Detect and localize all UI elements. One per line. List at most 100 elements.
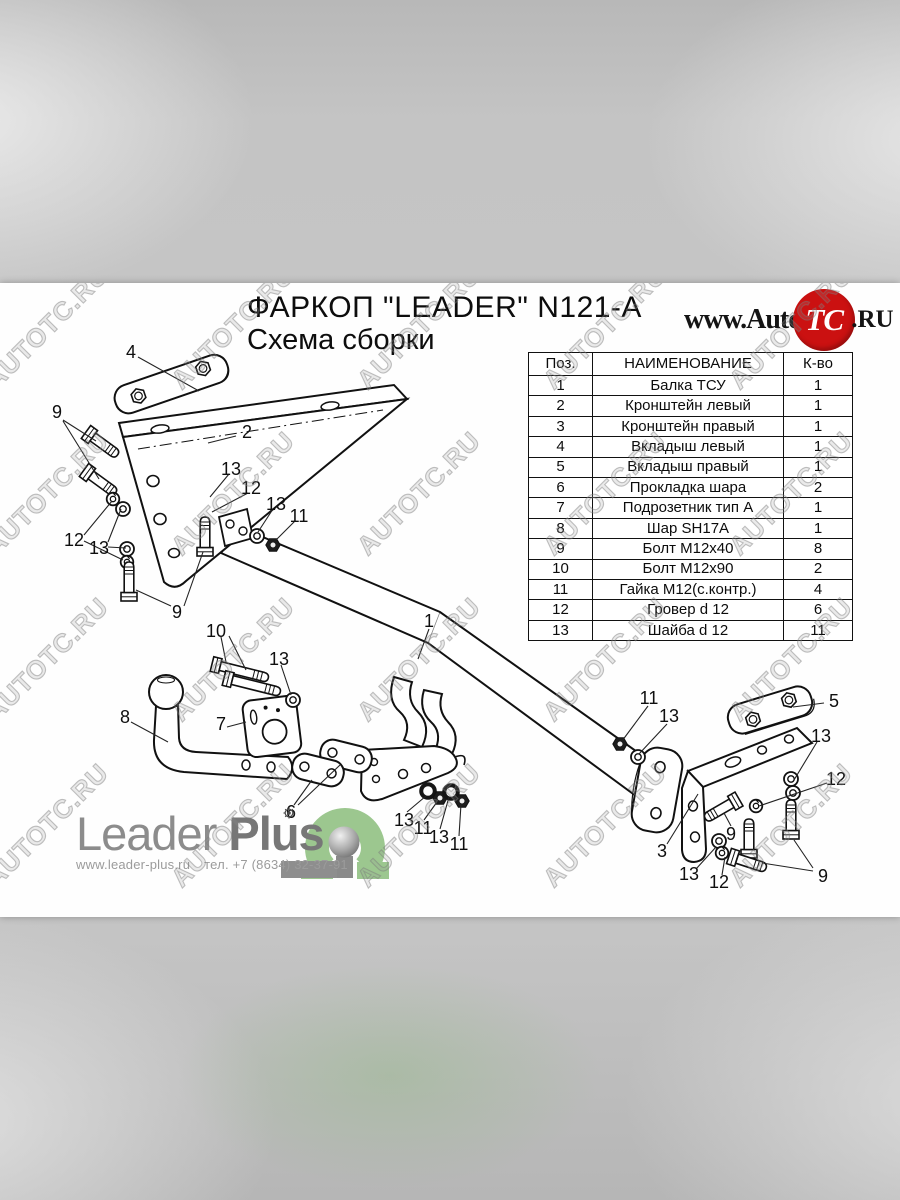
callout-12c: 12 [826, 769, 846, 789]
table-cell: Вкладыш правый [592, 456, 784, 478]
table-cell: 11 [783, 619, 853, 642]
table-cell: Шар SH17A [592, 517, 784, 540]
table-cell: 9 [528, 538, 593, 560]
table-cell: 1 [783, 517, 853, 540]
col-header-qty: К-во [783, 352, 853, 376]
callout-1: 1 [424, 611, 434, 631]
beam-upper-clevis [196, 507, 281, 557]
part-3-right-bracket [681, 726, 814, 864]
page-title: ФАРКОП "LEADER" N121-A Схема сборки [247, 291, 642, 357]
leaderplus-logo: Leader Plus www.leader-plus.ru тел. +7 (8… [76, 810, 348, 872]
table-cell: 7 [528, 497, 593, 519]
callout-3: 3 [657, 841, 667, 861]
table-cell: Прокладка шара [592, 476, 784, 499]
callout-12b: 12 [64, 530, 84, 550]
callout-2: 2 [242, 422, 252, 442]
table-cell: 1 [783, 497, 853, 519]
table-cell: 1 [528, 374, 593, 397]
callout-13f: 13 [429, 827, 449, 847]
autotc-logo-prefix: www.Auto [684, 304, 802, 335]
table-cell: Вкладыш левый [592, 436, 784, 458]
part-6-link-plates [291, 738, 373, 788]
table-cell: 4 [783, 578, 853, 601]
table-cell: 2 [783, 476, 853, 499]
autotc-logo-suffix: .RU [851, 306, 894, 333]
callout-13c: 13 [89, 538, 109, 558]
beam-end-plate [630, 746, 684, 834]
table-cell: 1 [783, 436, 853, 458]
table-cell: 1 [783, 374, 853, 397]
table-cell: Балка ТСУ [592, 374, 784, 397]
callout-11c: 11 [450, 834, 469, 854]
table-cell: 4 [528, 436, 593, 458]
leaderplus-brand-bold: Plus [228, 807, 324, 860]
callout-13h: 13 [811, 726, 831, 746]
callout-11a: 11 [290, 506, 309, 526]
leaderplus-phone: тел. +7 (8634) 32-37-91 [204, 857, 348, 872]
callout-12d: 12 [709, 872, 729, 892]
table-cell: 3 [528, 415, 593, 438]
table-cell: 1 [783, 415, 853, 438]
part-2-left-bracket [117, 383, 411, 588]
col-header-pos: Поз. [528, 352, 593, 376]
diagram-sheet: ФАРКОП "LEADER" N121-A Схема сборки www.… [0, 283, 900, 917]
table-cell: 2 [783, 558, 853, 580]
autotc-logo-circle: TC [793, 289, 856, 351]
table-cell: 1 [783, 456, 853, 478]
callout-8: 8 [120, 707, 130, 727]
table-cell: 13 [528, 619, 593, 642]
callout-13b: 13 [266, 494, 286, 514]
table-cell: 12 [528, 599, 593, 621]
leaderplus-brand: Leader Plus [76, 810, 348, 857]
callout-12a: 12 [241, 478, 261, 498]
part-4-insert-plate [113, 353, 230, 415]
callout-13d: 13 [269, 649, 289, 669]
callout-4: 4 [126, 342, 136, 362]
leaderplus-towball-logo [281, 807, 389, 879]
table-cell: Гайка М12(с.контр.) [592, 578, 784, 601]
table-cell: 2 [528, 395, 593, 417]
callout-7: 7 [216, 714, 226, 734]
table-cell: Кронштейн левый [592, 395, 784, 417]
callout-11b: 11 [414, 818, 433, 838]
table-header-row: Поз. НАИМЕНОВАНИЕ К-во [528, 352, 853, 376]
part-5-insert-plate [726, 685, 815, 735]
col-header-name: НАИМЕНОВАНИЕ [592, 352, 784, 376]
callout-9a: 9 [52, 402, 62, 422]
callout-13e: 13 [394, 810, 414, 830]
gear-icon [283, 807, 295, 819]
callout-9d: 9 [818, 866, 828, 886]
table-cell: Болт М12х40 [592, 538, 784, 560]
callout-13i: 13 [679, 864, 699, 884]
table-cell: Болт М12х90 [592, 558, 784, 580]
table-cell: 10 [528, 558, 593, 580]
table-cell: Подрозетник тип А [592, 497, 784, 519]
callout-10: 10 [206, 621, 226, 641]
center-hardware [419, 782, 470, 808]
right-hardware [700, 771, 801, 877]
table-cell: 6 [783, 599, 853, 621]
callout-13g: 13 [659, 706, 679, 726]
table-cell: 8 [528, 517, 593, 540]
callout-9b: 9 [172, 602, 182, 622]
table-cell: 5 [528, 456, 593, 478]
callout-11d: 11 [640, 688, 659, 708]
title-line1: ФАРКОП "LEADER" N121-A [247, 291, 642, 324]
autotc-logo: www.Auto TC .RU [684, 289, 894, 351]
title-line2: Схема сборки [247, 324, 435, 356]
table-cell: 1 [783, 395, 853, 417]
callout-leader-lines [62, 356, 828, 876]
leaderplus-site: www.leader-plus.ru [76, 857, 191, 872]
callout-6: 6 [286, 802, 296, 822]
leaderplus-brand-light: Leader [76, 807, 217, 860]
table-cell: 11 [528, 578, 593, 601]
